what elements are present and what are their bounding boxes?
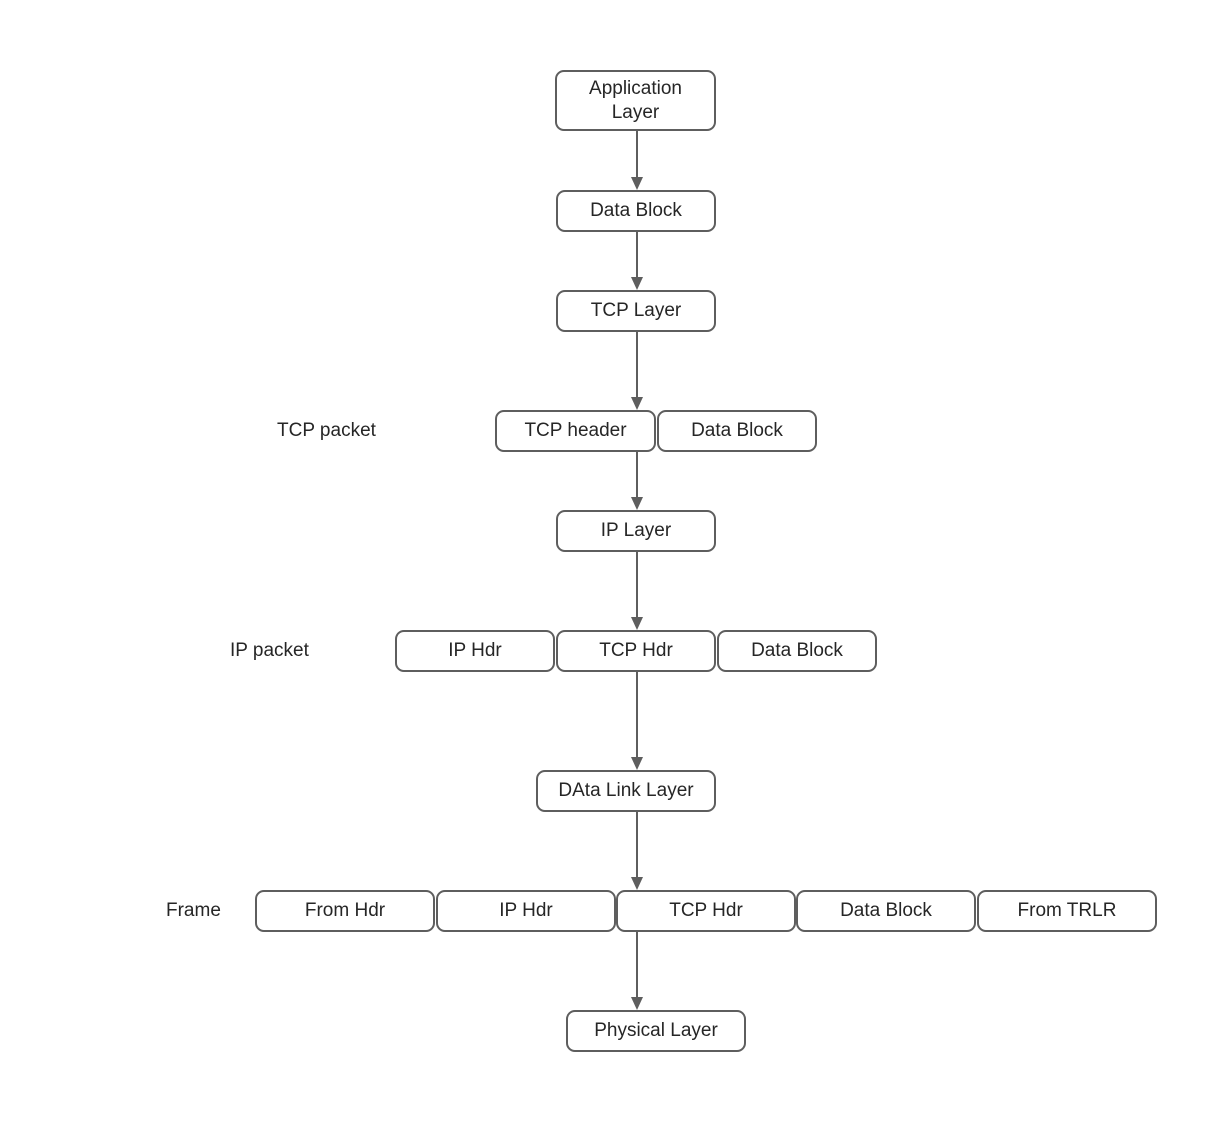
arrow-head-icon bbox=[630, 397, 643, 410]
arrow-shaft bbox=[636, 812, 638, 877]
arrow-head-icon bbox=[630, 277, 643, 290]
frame-segment-from-trlr[interactable]: From TRLR bbox=[977, 890, 1157, 932]
row-label-ip-packet: IP packet bbox=[230, 640, 309, 661]
node-data-block[interactable]: Data Block bbox=[556, 190, 716, 232]
node-tcp-layer[interactable]: TCP Layer bbox=[556, 290, 716, 332]
arrow-shaft bbox=[636, 131, 638, 177]
packet-segment-data-block[interactable]: Data Block bbox=[717, 630, 877, 672]
node-data-link-layer[interactable]: DAta Link Layer bbox=[536, 770, 716, 812]
frame-segment-from-hdr[interactable]: From Hdr bbox=[255, 890, 435, 932]
frame-segment-data-block[interactable]: Data Block bbox=[796, 890, 976, 932]
packet-segment-data-block[interactable]: Data Block bbox=[657, 410, 817, 452]
frame-segment-ip-hdr[interactable]: IP Hdr bbox=[436, 890, 616, 932]
packet-segment-tcp-header[interactable]: TCP header bbox=[495, 410, 656, 452]
arrow-shaft bbox=[636, 232, 638, 277]
arrow-head-icon bbox=[630, 177, 643, 190]
row-label-tcp-packet: TCP packet bbox=[277, 420, 376, 441]
node-physical-layer[interactable]: Physical Layer bbox=[566, 1010, 746, 1052]
arrow-shaft bbox=[636, 932, 638, 997]
arrow-head-icon bbox=[630, 617, 643, 630]
frame-segment-tcp-hdr[interactable]: TCP Hdr bbox=[616, 890, 796, 932]
arrow-shaft bbox=[636, 552, 638, 617]
arrow-head-icon bbox=[630, 757, 643, 770]
node-application-layer[interactable]: Application Layer bbox=[555, 70, 716, 131]
arrow-head-icon bbox=[630, 497, 643, 510]
node-ip-layer[interactable]: IP Layer bbox=[556, 510, 716, 552]
arrow-head-icon bbox=[630, 997, 643, 1010]
arrow-shaft bbox=[636, 332, 638, 397]
packet-segment-tcp-hdr[interactable]: TCP Hdr bbox=[556, 630, 716, 672]
row-label-frame: Frame bbox=[166, 900, 221, 921]
arrow-head-icon bbox=[630, 877, 643, 890]
arrow-shaft bbox=[636, 452, 638, 497]
packet-segment-ip-hdr[interactable]: IP Hdr bbox=[395, 630, 555, 672]
arrow-shaft bbox=[636, 672, 638, 757]
